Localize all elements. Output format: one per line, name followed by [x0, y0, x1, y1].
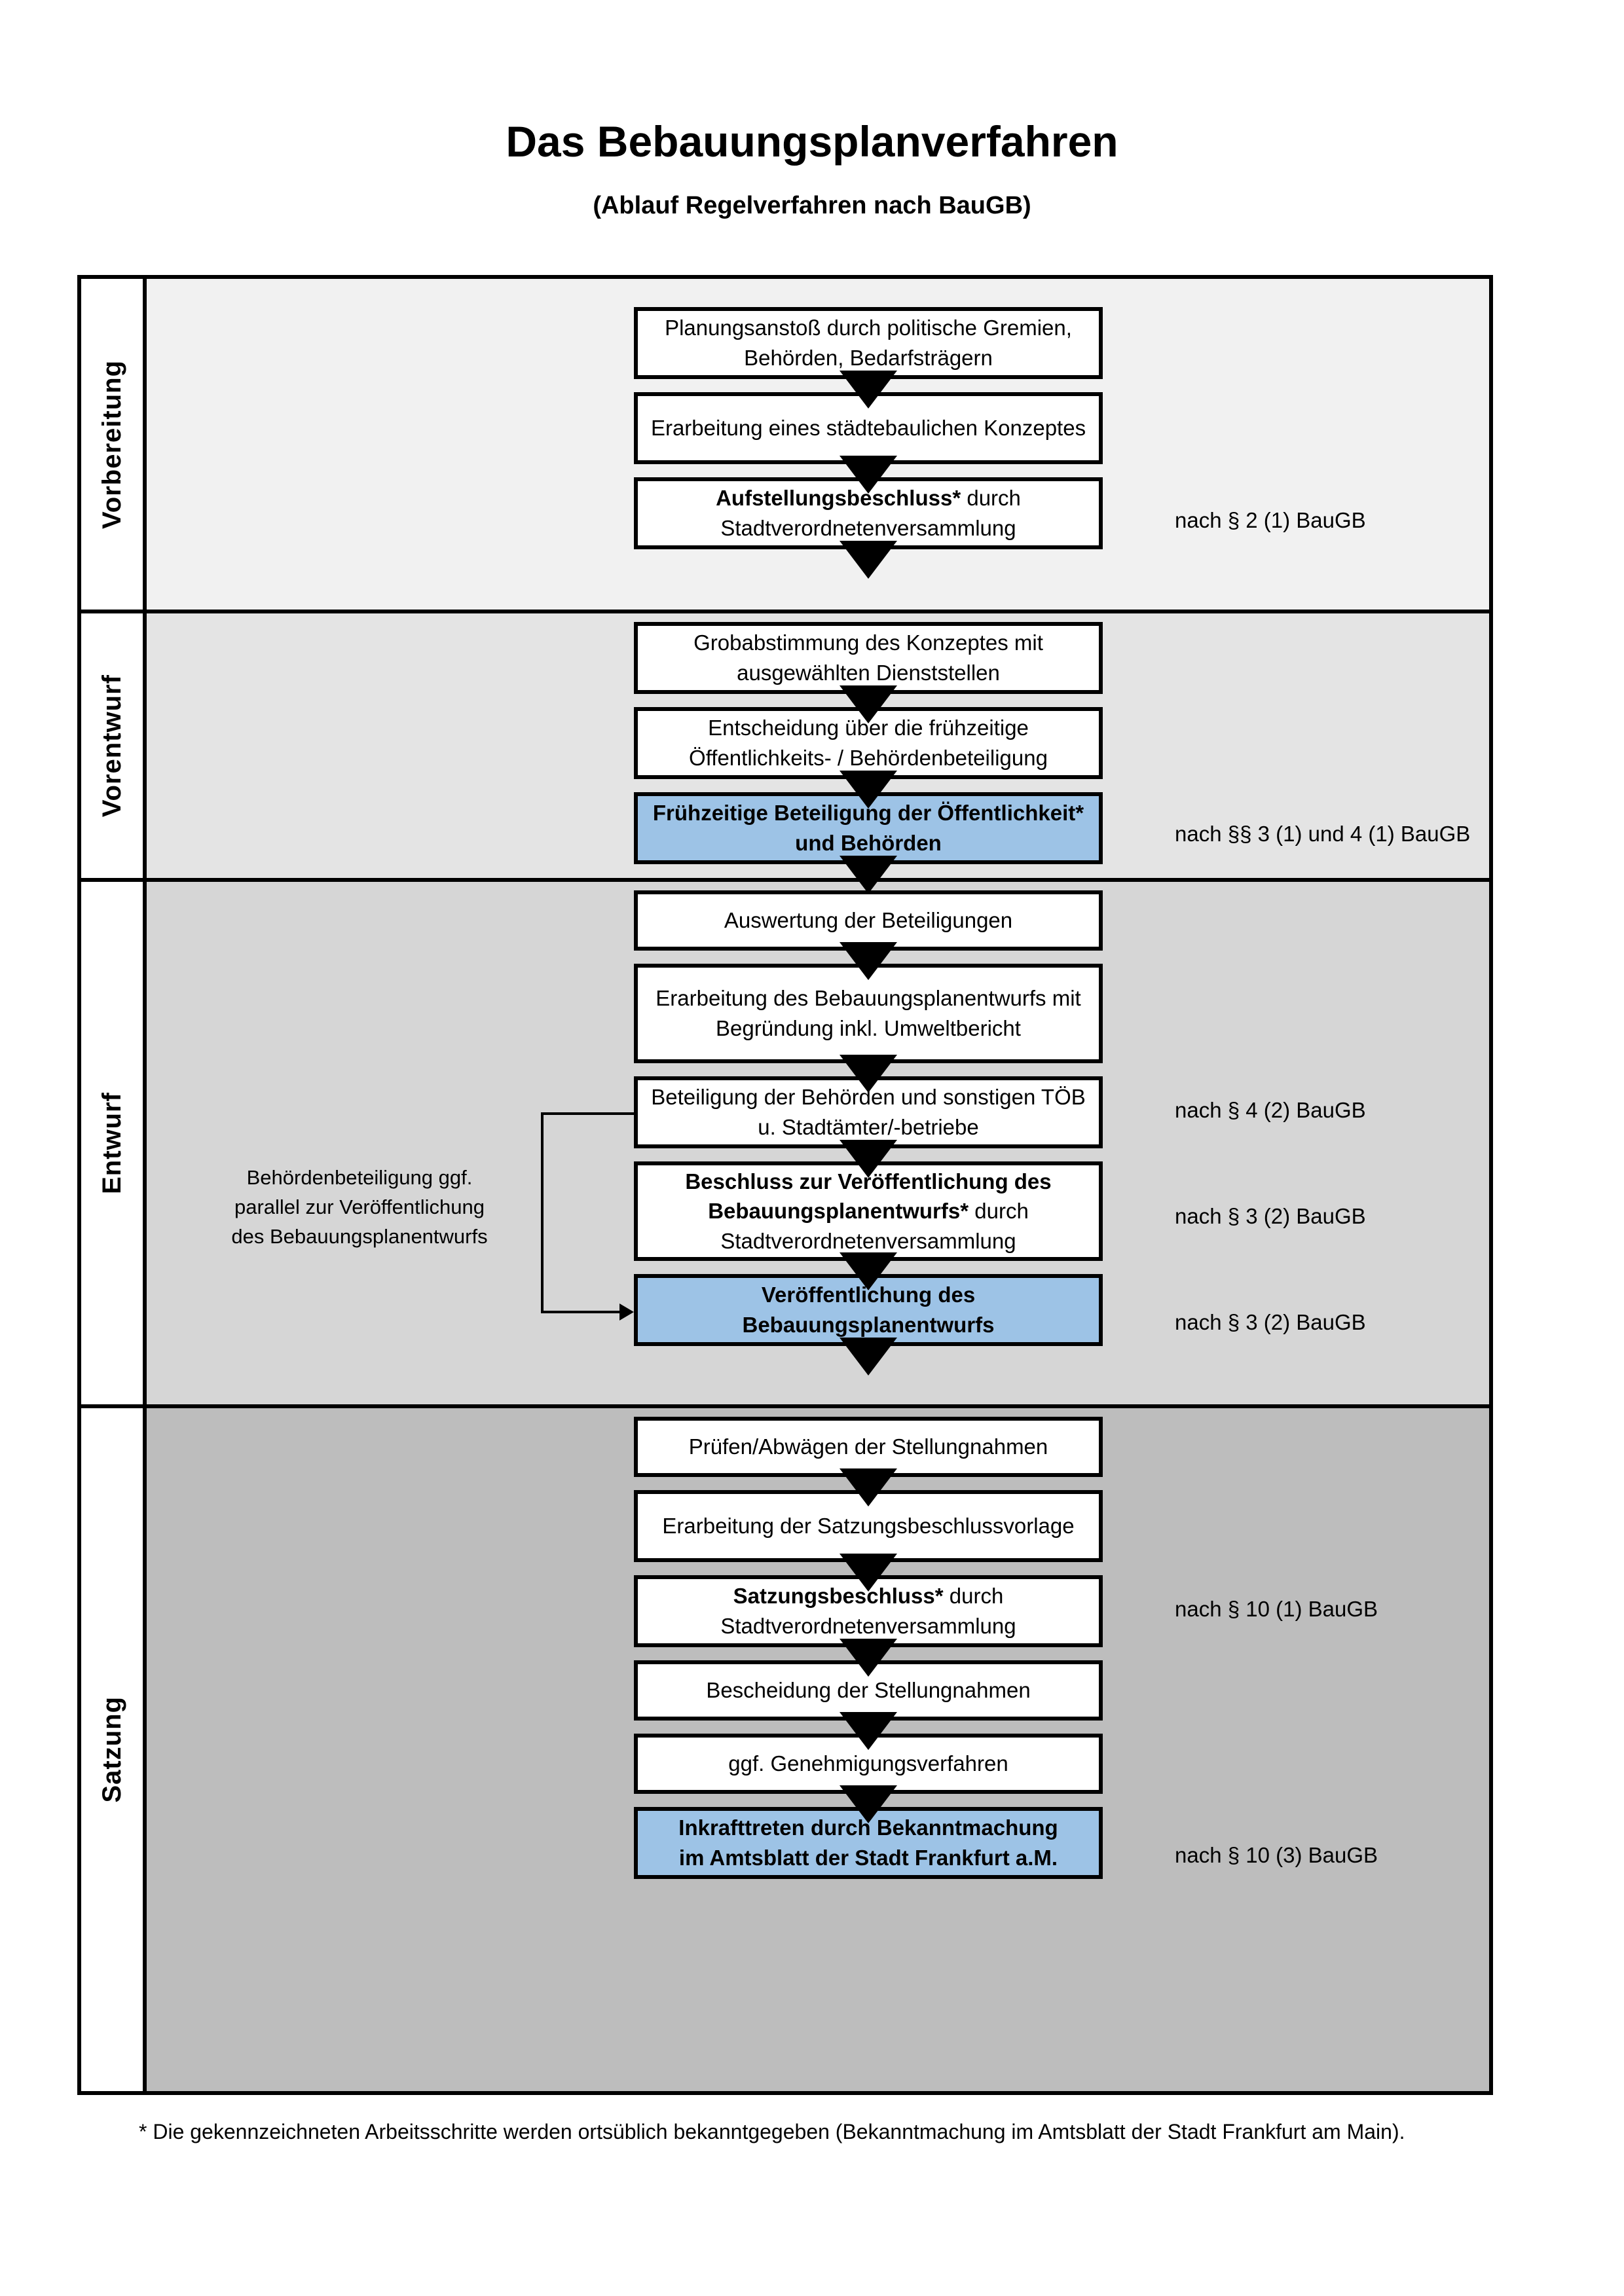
footnote-text: * Die gekennzeichneten Arbeitsschritte w… — [139, 2120, 1405, 2143]
legal-reference: nach § 10 (1) BauGB — [1175, 1597, 1378, 1621]
phase-label-text: Vorbereitung — [97, 359, 126, 529]
step-label: Auswertung der Beteiligungen — [724, 908, 1013, 933]
legal-reference: nach § 3 (2) BauGB — [1175, 1204, 1366, 1228]
phase-row-satzung: Satzung Prüfen/Abwägen der Stellungnahme… — [81, 1408, 1489, 2091]
flow-arrow-down-icon — [840, 1468, 897, 1506]
step-box[interactable]: Erarbeitung des Bebauungsplanentwurfs mi… — [634, 964, 1103, 1063]
side-note-behoerdenbeteiligung: Behördenbeteiligung ggf. parallel zur Ve… — [231, 1166, 488, 1248]
phase-row-vorbereitung: Vorbereitung Planungsanstoß durch politi… — [81, 279, 1489, 613]
phase-label-text: Vorentwurf — [97, 674, 126, 818]
flow-arrow-down-icon — [840, 771, 897, 809]
phase-label-text: Entwurf — [97, 1092, 126, 1194]
step-label-rest: Stadtverordnetenversammlung — [720, 1614, 1016, 1638]
legal-reference: nach § 2 (1) BauGB — [1175, 508, 1366, 532]
parallel-branch-arrow-head-icon — [619, 1303, 634, 1321]
step-label: ggf. Genehmigungsverfahren — [728, 1751, 1008, 1776]
step-label: Erarbeitung der Satzungsbeschlussvorlage — [662, 1514, 1075, 1539]
phase-label-text: Satzung — [97, 1696, 126, 1803]
phase-label-satzung: Satzung — [81, 1408, 147, 2091]
phase-row-vorentwurf: Vorentwurf Grobabstimmung des Konzeptes … — [81, 613, 1489, 894]
step-label: Grobabstimmung des Konzeptes mit ausgewä… — [693, 630, 1043, 685]
flow-arrow-down-icon — [840, 856, 897, 894]
step-label: Erarbeitung eines städtebaulichen Konzep… — [650, 416, 1086, 441]
step-label-mid: durch — [961, 486, 1021, 511]
step-label: Prüfen/Abwägen der Stellungnahmen — [688, 1434, 1048, 1459]
page-title: Das Bebauungsplanverfahren — [506, 117, 1118, 166]
phase-row-entwurf: Entwurf Auswertung der Beteiligungen Era… — [81, 882, 1489, 1408]
step-label: Bescheidung der Stellungnahmen — [706, 1678, 1031, 1703]
page-subtitle: (Ablauf Regelverfahren nach BauGB) — [593, 191, 1031, 219]
step-box[interactable]: Prüfen/Abwägen der Stellungnahmen — [634, 1417, 1103, 1477]
step-label: Beschluss zur Veröffentlichung des Bebau… — [644, 1167, 1092, 1256]
step-label-mid: durch — [969, 1199, 1029, 1224]
flow-arrow-down-icon — [840, 1140, 897, 1178]
process-flowchart: Vorbereitung Planungsanstoß durch politi… — [77, 275, 1493, 2095]
flow-arrow-down-icon — [840, 1055, 897, 1093]
step-box[interactable]: Grobabstimmung des Konzeptes mit ausgewä… — [634, 622, 1103, 694]
flow-arrow-down-icon — [840, 1338, 897, 1376]
step-label-mid: durch — [943, 1584, 1004, 1609]
flow-arrow-down-icon — [840, 1252, 897, 1290]
flow-arrow-down-icon — [840, 541, 897, 579]
legal-reference: nach § 3 (2) BauGB — [1175, 1310, 1366, 1334]
step-label: Erarbeitung des Bebauungsplanentwurfs mi… — [655, 986, 1081, 1040]
step-label-bold: Aufstellungsbeschluss* — [716, 486, 961, 511]
step-label: Veröffentlichung des Bebauungsplanentwur… — [742, 1283, 995, 1337]
step-label: Planungsanstoß durch politische Gremien,… — [665, 316, 1072, 370]
phase-label-vorbereitung: Vorbereitung — [81, 279, 147, 610]
header-block: Das Bebauungsplanverfahren (Ablauf Regel… — [0, 118, 1624, 220]
legal-reference: nach §§ 3 (1) und 4 (1) BauGB — [1175, 822, 1471, 846]
step-label-rest: Stadtverordnetenversammlung — [720, 516, 1016, 540]
step-box[interactable]: Bescheidung der Stellungnahmen — [634, 1660, 1103, 1721]
step-box[interactable]: Planungsanstoß durch politische Gremien,… — [634, 307, 1103, 379]
step-label-bold: Inkrafttreten — [678, 1815, 805, 1840]
parallel-branch-connector — [541, 1112, 635, 1312]
flow-arrow-down-icon — [840, 456, 897, 494]
flow-arrow-down-icon — [840, 1785, 897, 1823]
phase-body-satzung: Prüfen/Abwägen der Stellungnahmen Erarbe… — [147, 1408, 1489, 2091]
parallel-branch-arrow-line — [541, 1311, 621, 1313]
step-label-rest: im Amtsblatt der Stadt Frankfurt a.M. — [678, 1846, 1058, 1870]
phase-label-entwurf: Entwurf — [81, 882, 147, 1404]
phase-body-vorbereitung: Planungsanstoß durch politische Gremien,… — [147, 279, 1489, 610]
flow-arrow-down-icon — [840, 1639, 897, 1677]
legal-reference: nach § 4 (2) BauGB — [1175, 1098, 1366, 1122]
phase-label-vorentwurf: Vorentwurf — [81, 613, 147, 878]
flow-arrow-down-icon — [840, 371, 897, 409]
step-label-bold: Satzungsbeschluss* — [733, 1584, 944, 1609]
phase-body-vorentwurf: Grobabstimmung des Konzeptes mit ausgewä… — [147, 613, 1489, 894]
step-label-rest: Stadtverordnetenversammlung — [720, 1228, 1016, 1253]
flow-arrow-down-icon — [840, 1712, 897, 1750]
flow-arrow-down-icon — [840, 1554, 897, 1592]
legal-reference: nach § 10 (3) BauGB — [1175, 1843, 1378, 1867]
flow-arrow-down-icon — [840, 942, 897, 980]
flow-arrow-down-icon — [840, 685, 897, 723]
phase-body-entwurf: Auswertung der Beteiligungen Erarbeitung… — [147, 882, 1489, 1404]
step-label-bold: Beschluss zur Veröffentlichung des Bebau… — [685, 1169, 1052, 1224]
